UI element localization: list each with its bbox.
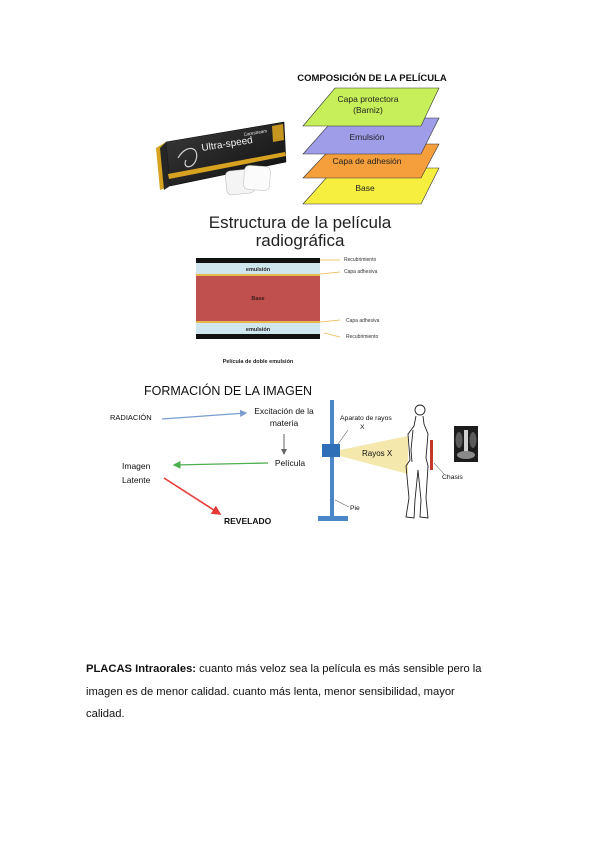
label-adhesiva-bottom: Capa adhesiva: [346, 318, 380, 324]
structure-diagram: emulsión Base emulsión Recubrimiento Cap…: [196, 257, 380, 365]
paragraph-line-2: imagen es de menor calidad. cuanto más l…: [86, 685, 455, 698]
xray-aparato-1: Aparato de rayos: [340, 415, 392, 422]
layer-protective: [302, 87, 440, 127]
paragraph-text-1: cuanto más veloz sea la película es más …: [196, 663, 482, 675]
xray-pie-label: Pie: [350, 505, 360, 512]
composition-title: COMPOSICIÓN DE LA PELÍCULA: [297, 72, 447, 84]
layer-protective-label2: (Barniz): [353, 105, 383, 115]
formation-revelado: REVELADO: [224, 516, 272, 526]
label-recubrimiento-top: Recubrimiento: [344, 257, 376, 263]
structure-emulsion-top: emulsión: [246, 267, 271, 273]
formation-imagen-2: Latente: [122, 475, 151, 485]
composition-diagram: COMPOSICIÓN DE LA PELÍCULA Base Capa de …: [297, 72, 447, 205]
film-box-image: Ultra-speed Carestream: [156, 121, 287, 196]
structure-title-line2: radiográfica: [255, 231, 345, 250]
film-box-maker: Carestream: [243, 128, 267, 137]
formation-diagram: FORMACIÓN DE LA IMAGEN RADIACIÓN Excitac…: [110, 383, 314, 526]
xray-rayos-label: Rayos X: [362, 449, 393, 458]
layer-adhesion-label: Capa de adhesión: [332, 156, 401, 166]
label-adhesiva-top: Capa adhesiva: [344, 269, 378, 275]
paragraph-line-1: PLACAS Intraorales: cuanto más veloz sea…: [86, 658, 516, 681]
structure-base-label: Base: [251, 296, 264, 302]
formation-excitacion-2: materia: [270, 418, 299, 428]
layer-protective-label: Capa protectora: [338, 94, 399, 104]
label-recubrimiento-bottom: Recubrimiento: [346, 334, 378, 340]
structure-caption: Película de doble emulsión: [223, 359, 294, 365]
paragraph-line-3: calidad.: [86, 708, 125, 720]
formation-radiacion: RADIACIÓN: [110, 413, 152, 422]
person-figure: [405, 404, 429, 519]
formation-pelicula: Película: [275, 458, 306, 468]
formation-imagen-1: Imagen: [122, 461, 151, 471]
structure-emulsion-bottom: emulsión: [246, 327, 271, 333]
paragraph-bold: PLACAS Intraorales:: [86, 663, 197, 675]
formation-title: FORMACIÓN DE LA IMAGEN: [144, 383, 312, 398]
xray-chasis-label: Chasis: [442, 474, 463, 481]
formation-excitacion-1: Excitación de la: [254, 406, 314, 416]
xray-aparato-2: X: [360, 424, 365, 431]
structure-title-line1: Estructura de la película: [208, 213, 392, 232]
xray-diagram: Rayos X Aparato de rayos X Pie Chasis: [318, 400, 478, 521]
intraoral-paragraph: PLACAS Intraorales: cuanto más veloz sea…: [86, 658, 516, 726]
layer-emulsion-label: Emulsión: [350, 132, 385, 142]
layer-base-label: Base: [355, 183, 375, 193]
